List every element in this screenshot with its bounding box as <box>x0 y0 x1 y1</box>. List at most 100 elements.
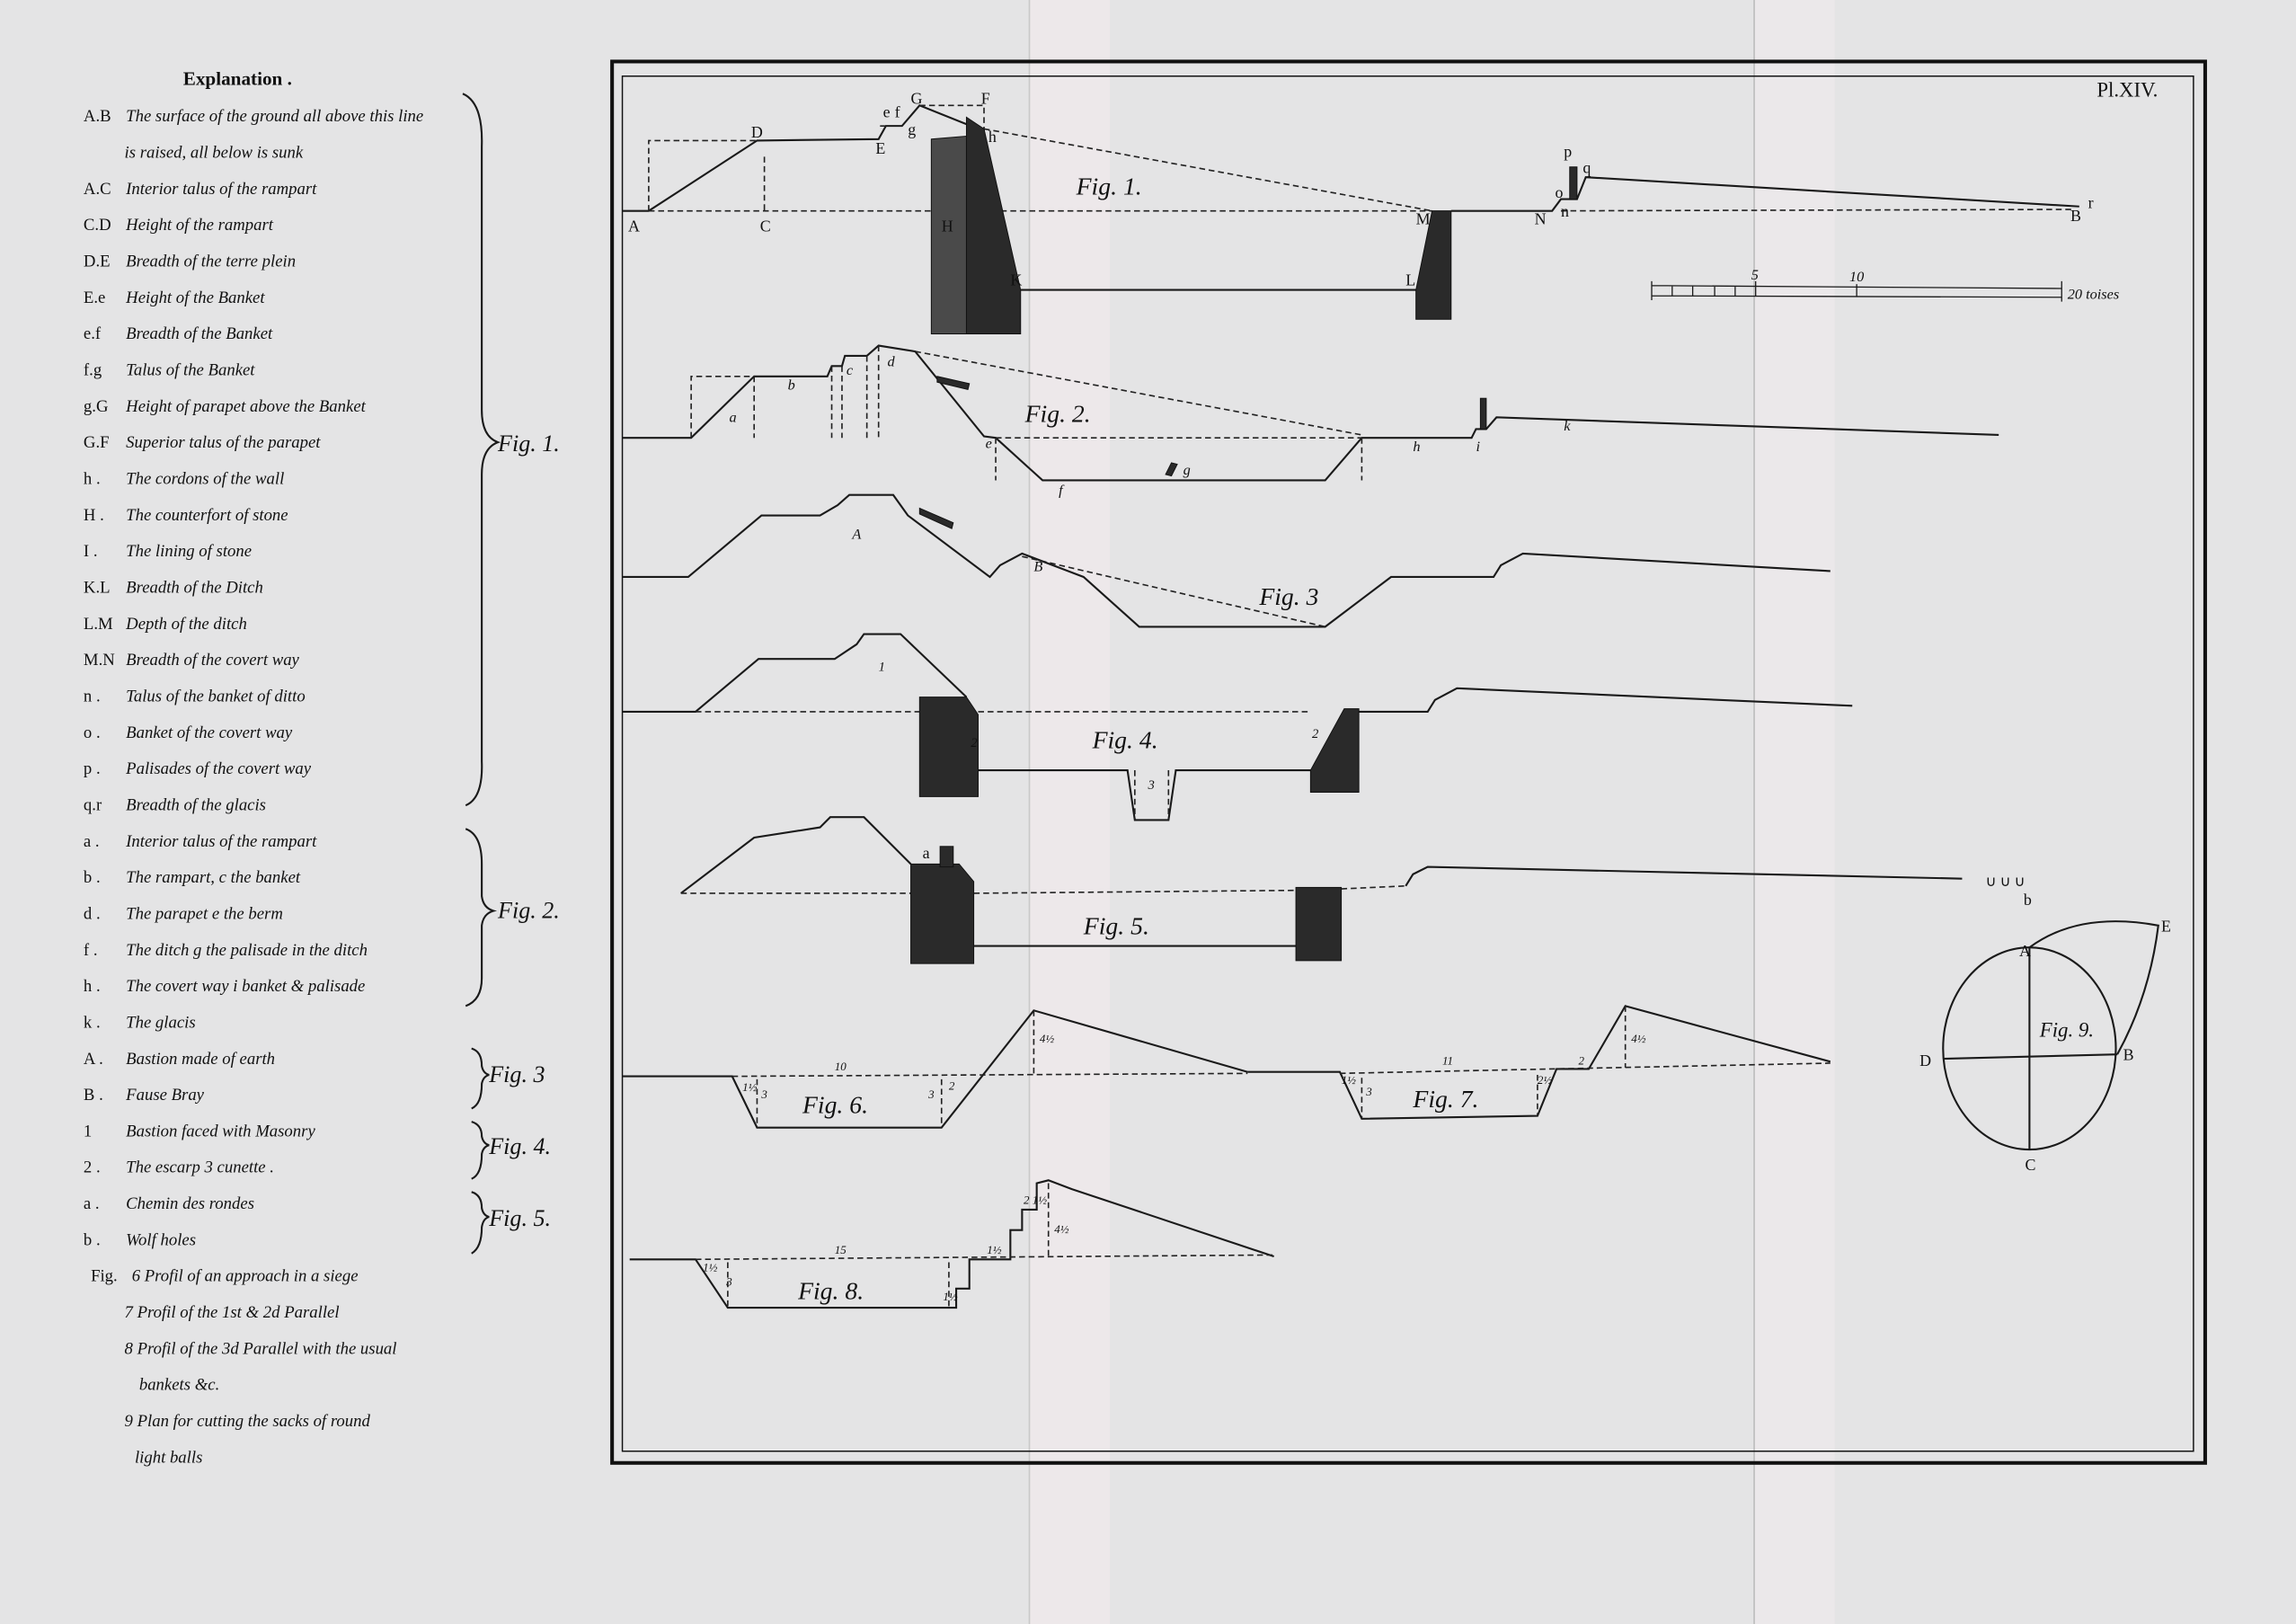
figure-5: Fig. 5. a ∪ ∪ ∪ b <box>680 816 2032 964</box>
counterscarp <box>1295 886 1343 962</box>
figure-title: Fig. 6. <box>802 1090 868 1118</box>
explanation-text: Banket of the covert way <box>126 723 293 742</box>
scale-tick-label: 10 <box>1849 268 1864 285</box>
brace-fig1: Fig. 1. <box>462 93 560 807</box>
explanation-text: Palisades of the covert way <box>125 759 312 778</box>
dimension-label: 1½ <box>987 1243 1002 1256</box>
dimension-label: 1½ <box>703 1260 718 1273</box>
point-label: K <box>1010 271 1022 289</box>
point-label: a <box>923 844 930 862</box>
dimension-label: 1½ <box>742 1080 758 1094</box>
dimension-label: 2 <box>949 1078 955 1092</box>
explanation-key: b . <box>84 868 101 887</box>
explanation-text: Talus of the banket of ditto <box>126 687 306 706</box>
explanation-key: C.D <box>84 216 111 235</box>
figure-title: Fig. 8. <box>797 1276 864 1304</box>
dimension-label: 1½ <box>943 1290 958 1303</box>
figure-3: Fig. 3 A B <box>622 493 1831 628</box>
point-label: o <box>1555 183 1563 201</box>
explanation-key: G.F <box>84 433 110 452</box>
fold-band <box>1754 0 1835 1624</box>
masonry-escarp <box>910 863 975 964</box>
counterscarp <box>1415 210 1452 320</box>
explanation-text: Height of the rampart <box>125 216 274 235</box>
brace-label: Fig. 4. <box>488 1133 551 1159</box>
explanation-text: Superior talus of the parapet <box>126 433 321 452</box>
scale-unit-label: 20 toises <box>2068 285 2119 302</box>
explanation-key: o . <box>84 723 101 742</box>
explanation-title: Explanation . <box>183 68 292 90</box>
point-label: f <box>1059 482 1065 499</box>
point-label: b <box>2024 891 2032 909</box>
explanation-text: Depth of the ditch <box>125 615 247 634</box>
palisade <box>1479 397 1487 430</box>
point-label: r <box>2088 193 2094 211</box>
explanation-text: The rampart, c the banket <box>126 868 301 887</box>
explanation-text: Interior talus of the rampart <box>125 832 317 851</box>
explanation-text: bankets &c. <box>139 1376 219 1395</box>
point-label: E <box>2161 917 2171 935</box>
explanation-text: Talus of the Banket <box>126 361 255 380</box>
figure-4: Fig. 4. 1 2 2 3 <box>622 633 1853 821</box>
point-label: A <box>2019 942 2031 960</box>
point-label: H <box>942 217 953 235</box>
explanation-text: Breadth of the Ditch <box>126 578 263 597</box>
point-label: e <box>986 435 992 452</box>
point-label: 1 <box>879 660 885 674</box>
explanation-key: A.C <box>84 180 111 199</box>
figure-title: Fig. 3 <box>1258 582 1318 610</box>
brace-fig5: Fig. 5. <box>471 1191 551 1255</box>
explanation-key: h . <box>84 470 101 489</box>
explanation-text: Fause Bray <box>125 1086 205 1105</box>
point-label: p <box>1564 142 1572 160</box>
explanation-text: Height of the Banket <box>125 288 265 307</box>
point-label: k <box>1564 417 1571 434</box>
point-label: G <box>911 90 923 108</box>
explanation-key: Fig. <box>91 1267 118 1286</box>
ditch-palisade <box>1165 462 1178 477</box>
point-label: M <box>1416 209 1431 227</box>
figure-8: Fig. 8. 15 1½ 3 1½ 1½ 2 1½ 4½ <box>629 1179 1274 1309</box>
figure-title: Fig. 2. <box>1024 399 1091 427</box>
point-label: A <box>628 217 640 235</box>
palisade <box>1569 166 1578 200</box>
explanation-key: A . <box>84 1050 103 1069</box>
scale-bar: 5 10 20 toises <box>1651 266 2119 302</box>
explanation-key: n . <box>84 687 101 706</box>
plate-number: Pl.XIV. <box>2097 79 2158 102</box>
fold-band <box>1029 0 1111 1624</box>
brace-fig2: Fig. 2. <box>465 828 560 1007</box>
point-label: h <box>1413 438 1420 455</box>
explanation-key: B . <box>84 1086 103 1105</box>
dimension-label: 4½ <box>1631 1032 1646 1045</box>
dimension-label: 2 <box>1579 1054 1585 1068</box>
point-label: C <box>760 217 771 235</box>
dimension-label: 3 <box>927 1087 935 1101</box>
point-label: 2 <box>1312 727 1318 741</box>
explanation-key: K.L <box>84 578 111 597</box>
explanation-text: Breadth of the covert way <box>126 651 299 670</box>
explanation-key: E.e <box>84 288 105 307</box>
point-label: D <box>751 123 763 141</box>
figure-9: Fig. 9. A B C D E <box>1919 917 2171 1174</box>
brace-label: Fig. 1. <box>497 430 560 457</box>
explanation-key: k . <box>84 1013 101 1032</box>
explanation-key: h . <box>84 977 101 996</box>
explanation-text: The parapet e the berm <box>126 904 283 923</box>
point-label: L <box>1405 271 1415 289</box>
dimension-label: 4½ <box>1040 1032 1055 1045</box>
figure-title: Fig. 4. <box>1092 726 1158 754</box>
explanation-text: Bastion faced with Masonry <box>126 1122 315 1140</box>
figure-title: Fig. 5. <box>1083 912 1149 940</box>
explanation-key: g.G <box>84 397 109 416</box>
counterscarp <box>1309 708 1360 793</box>
figure-title: Fig. 1. <box>1076 173 1142 200</box>
dimension-label: 15 <box>835 1243 847 1256</box>
wolf-holes: ∪ ∪ ∪ <box>1986 873 2026 890</box>
dimension-label: 4½ <box>1054 1222 1069 1236</box>
explanation-key: 1 <box>84 1122 92 1140</box>
